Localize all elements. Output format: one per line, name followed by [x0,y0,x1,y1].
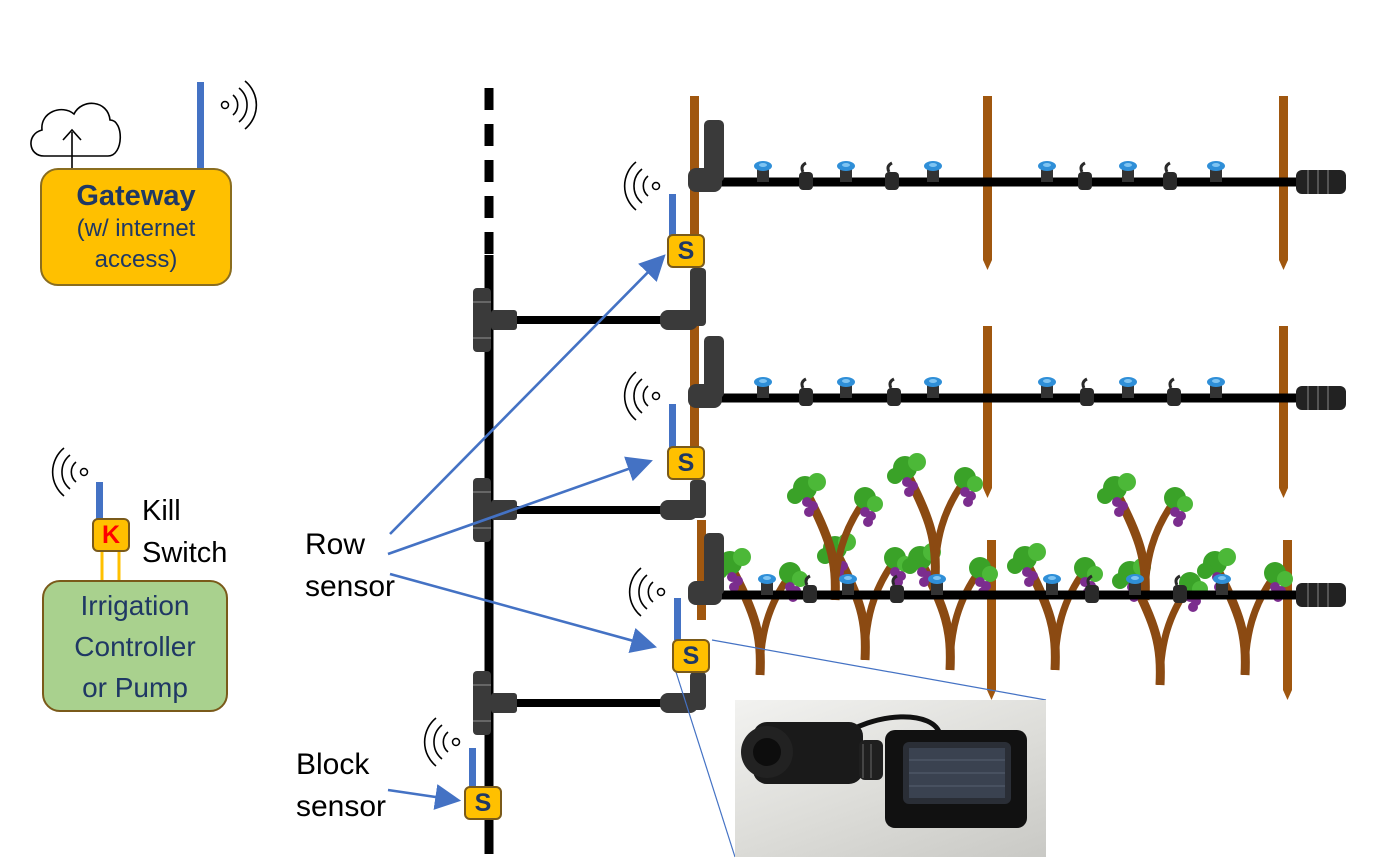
row-sensor-label-line1: Row [305,528,366,561]
kill-switch-label-line2: Switch [142,537,228,569]
cloud-upload-icon [30,102,121,168]
gateway-title: Gateway [76,180,196,212]
controller-line1: Irrigation [80,589,190,621]
block-sensor-label-line1: Block [296,748,370,781]
row-sensor-3: S [672,639,710,673]
gateway-antenna-icon [197,82,204,170]
irrigation-controller-box: Irrigation Controller or Pump [42,580,228,712]
gateway-box: Gateway (w/ internet access) [40,168,232,286]
drip-row-1 [688,120,1347,195]
kill-switch-device: K [92,518,130,552]
row-sensor-label-line2: sensor [305,570,396,603]
block-sensor-arrow [387,784,462,810]
block-sensor: S [464,786,502,820]
branch-pipes [505,268,706,713]
block-sensor-label-line2: sensor [296,790,387,823]
row-sensor-2: S [667,446,705,480]
drip-row-3 [688,533,1347,608]
gateway-subtitle-line2: access) [94,246,178,273]
tee-fitting [472,287,518,353]
controller-line3: or Pump [82,671,188,703]
kill-switch-label-line1: Kill [142,495,181,527]
row-sensor-arrows [387,254,666,654]
row-sensor-label: Row sensor [305,524,395,608]
gateway-wireless-icon [220,80,258,130]
row-sensor-1-antenna-icon [623,161,676,236]
row-sensor-1: S [667,234,705,268]
sensor-hardware-illustration [741,714,1027,828]
gateway-subtitle-line1: (w/ internet [76,215,196,242]
kill-switch-wireless-icon [51,447,89,497]
grapevines [712,453,1293,685]
sensor-hardware-photo [735,700,1046,857]
photo-callout-lines [675,639,1047,858]
row-sensor-2-antenna-icon [623,371,676,448]
row-sensor-3-antenna-icon [628,567,681,640]
kill-switch-label: Kill Switch [142,490,227,574]
kill-switch-antenna-icon [96,482,103,520]
block-sensor-label: Block sensor [296,744,386,828]
controller-line2: Controller [74,630,196,662]
tee-fitting [472,670,518,736]
drip-row-2 [688,336,1347,411]
block-sensor-antenna-icon [423,717,476,788]
